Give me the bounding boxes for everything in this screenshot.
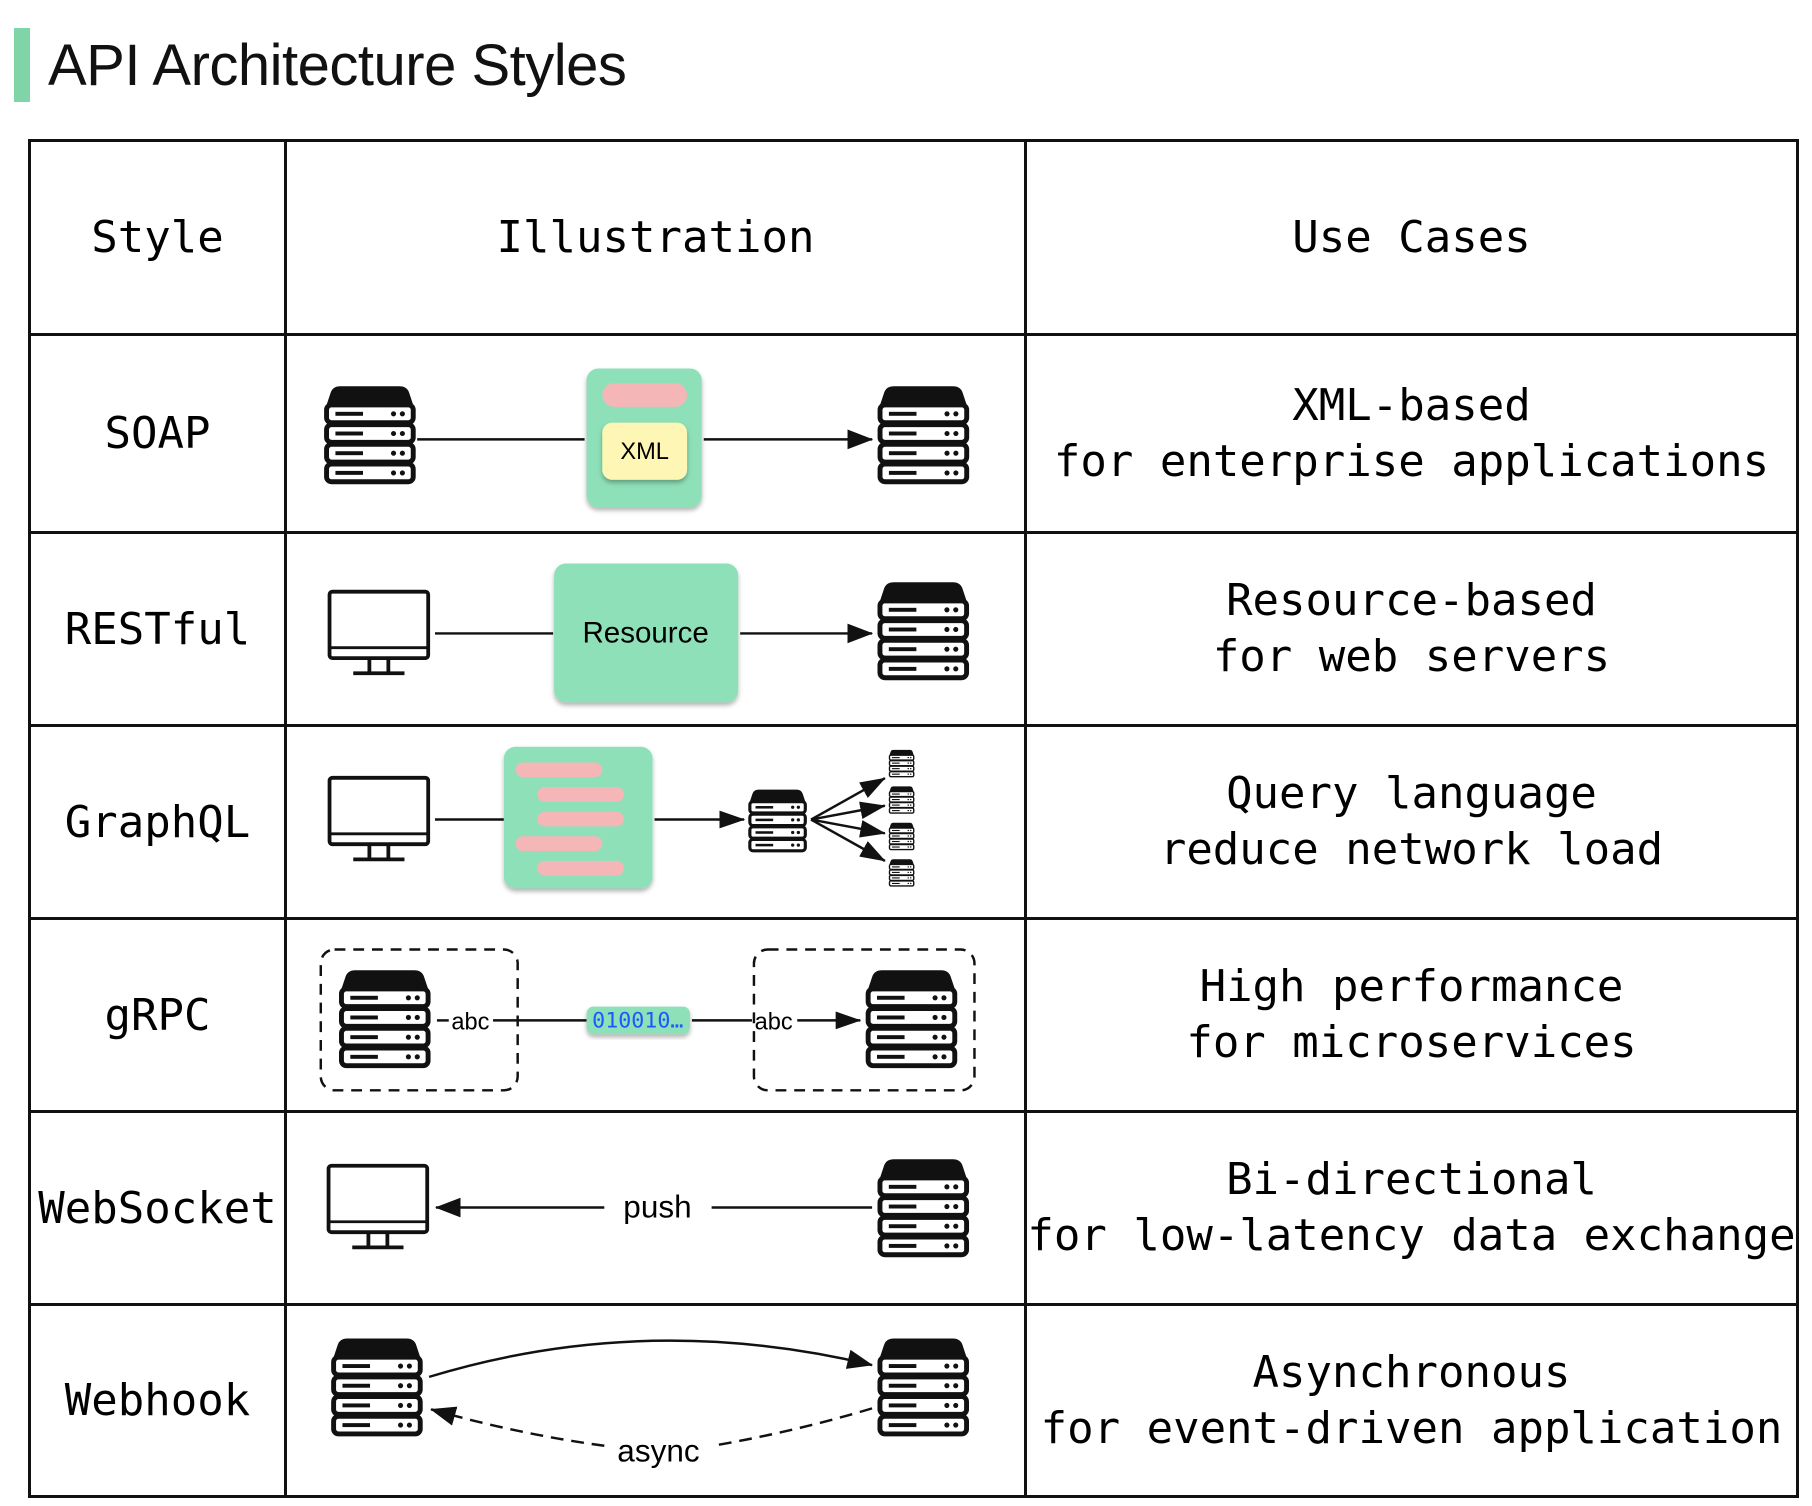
illustration-soap: XML xyxy=(284,333,1027,534)
server-icon xyxy=(748,788,807,853)
style-name-grpc: gRPC xyxy=(28,917,287,1113)
fanout-arrow xyxy=(810,801,886,821)
style-name-restful: RESTful xyxy=(28,531,287,727)
server-icon xyxy=(888,749,915,778)
server-icon xyxy=(880,1159,967,1254)
query-card xyxy=(503,746,653,889)
illustration-restful: Resource xyxy=(284,531,1027,727)
use-case-line: for event-driven application xyxy=(1040,1402,1783,1454)
style-name-webhook: Webhook xyxy=(28,1303,287,1498)
table-row: RESTful Resource Resource-based for web … xyxy=(28,531,1799,727)
resource-label: Resource xyxy=(582,616,708,649)
use-case-line: for web servers xyxy=(1212,631,1611,682)
use-case-line: High performance xyxy=(1199,961,1624,1012)
use-case-grpc: High performance for microservices xyxy=(1024,917,1799,1113)
use-case-line: Resource-based xyxy=(1226,575,1597,626)
header-use-cases: Use Cases xyxy=(1024,139,1799,336)
server-icon xyxy=(334,1338,421,1433)
use-case-line: reduce network load xyxy=(1159,824,1664,875)
page-title-block: API Architecture Styles xyxy=(14,28,627,102)
monitor-icon xyxy=(326,1163,430,1250)
binary-payload: 010010… xyxy=(586,1006,690,1035)
use-case-line: Bi-directional xyxy=(1226,1154,1597,1205)
illustration-grpc: abc 010010… abc xyxy=(284,917,1027,1113)
abc-label-left: abc xyxy=(451,1009,489,1035)
illustration-websocket: push xyxy=(284,1110,1027,1306)
push-label: push xyxy=(623,1188,691,1224)
style-name-websocket: WebSocket xyxy=(28,1110,287,1306)
server-icon xyxy=(341,970,428,1065)
request-arrow xyxy=(428,1339,874,1379)
async-label: async xyxy=(617,1433,699,1469)
server-icon xyxy=(888,822,915,851)
use-case-line: for low-latency data exchange xyxy=(1027,1210,1796,1261)
illustration-graphql xyxy=(284,724,1027,920)
resource-card: Resource xyxy=(554,563,739,703)
table-row: gRPC abc 010010… abc xyxy=(28,917,1799,1113)
illustration-webhook: async xyxy=(284,1303,1027,1498)
fanout-arrow xyxy=(810,818,886,838)
server-icon xyxy=(880,582,967,677)
use-case-graphql: Query language reduce network load xyxy=(1024,724,1799,920)
server-icon xyxy=(880,386,967,482)
use-case-line: XML-based xyxy=(1292,379,1531,431)
table-row: GraphQL xyxy=(28,724,1799,920)
page-title: API Architecture Styles xyxy=(48,32,627,98)
table-row: Webhook async Asynchronous for event-dri… xyxy=(28,1303,1799,1498)
monitor-icon xyxy=(327,775,431,862)
use-case-restful: Resource-based for web servers xyxy=(1024,531,1799,727)
header-style: Style xyxy=(28,139,287,336)
api-styles-table: Style Illustration Use Cases SOAP XML xyxy=(28,139,1799,1498)
fanout-arrow xyxy=(810,777,886,821)
server-boundary xyxy=(752,948,976,1092)
async-callback-line xyxy=(712,1407,873,1447)
use-case-line: for microservices xyxy=(1186,1017,1637,1068)
server-icon xyxy=(888,858,915,887)
server-icon xyxy=(888,785,915,814)
table-row: SOAP XML XML-based for e xyxy=(28,333,1799,534)
server-icon xyxy=(327,386,414,482)
xml-label: XML xyxy=(620,439,669,465)
use-case-line: Query language xyxy=(1226,768,1597,819)
use-case-webhook: Asynchronous for event-driven applicatio… xyxy=(1024,1303,1799,1498)
title-accent-bar xyxy=(14,28,30,102)
style-name-graphql: GraphQL xyxy=(28,724,287,920)
header-illustration: Illustration xyxy=(284,139,1027,336)
table-row: WebSocket push Bi-directional for low-la… xyxy=(28,1110,1799,1306)
server-icon xyxy=(868,970,955,1065)
table-header-row: Style Illustration Use Cases xyxy=(28,139,1799,336)
use-case-websocket: Bi-directional for low-latency data exch… xyxy=(1024,1110,1799,1306)
use-case-line: Asynchronous xyxy=(1252,1346,1571,1398)
monitor-icon xyxy=(327,589,431,676)
xml-message-card: XML xyxy=(586,368,702,508)
fanout-arrow xyxy=(810,818,886,862)
use-case-soap: XML-based for enterprise applications xyxy=(1024,333,1799,534)
use-case-line: for enterprise applications xyxy=(1053,435,1770,487)
server-icon xyxy=(880,1338,967,1433)
style-name-soap: SOAP xyxy=(28,333,287,534)
async-callback-arrow xyxy=(430,1406,605,1448)
abc-label-right: abc xyxy=(755,1009,793,1035)
binary-label: 010010… xyxy=(592,1008,683,1033)
